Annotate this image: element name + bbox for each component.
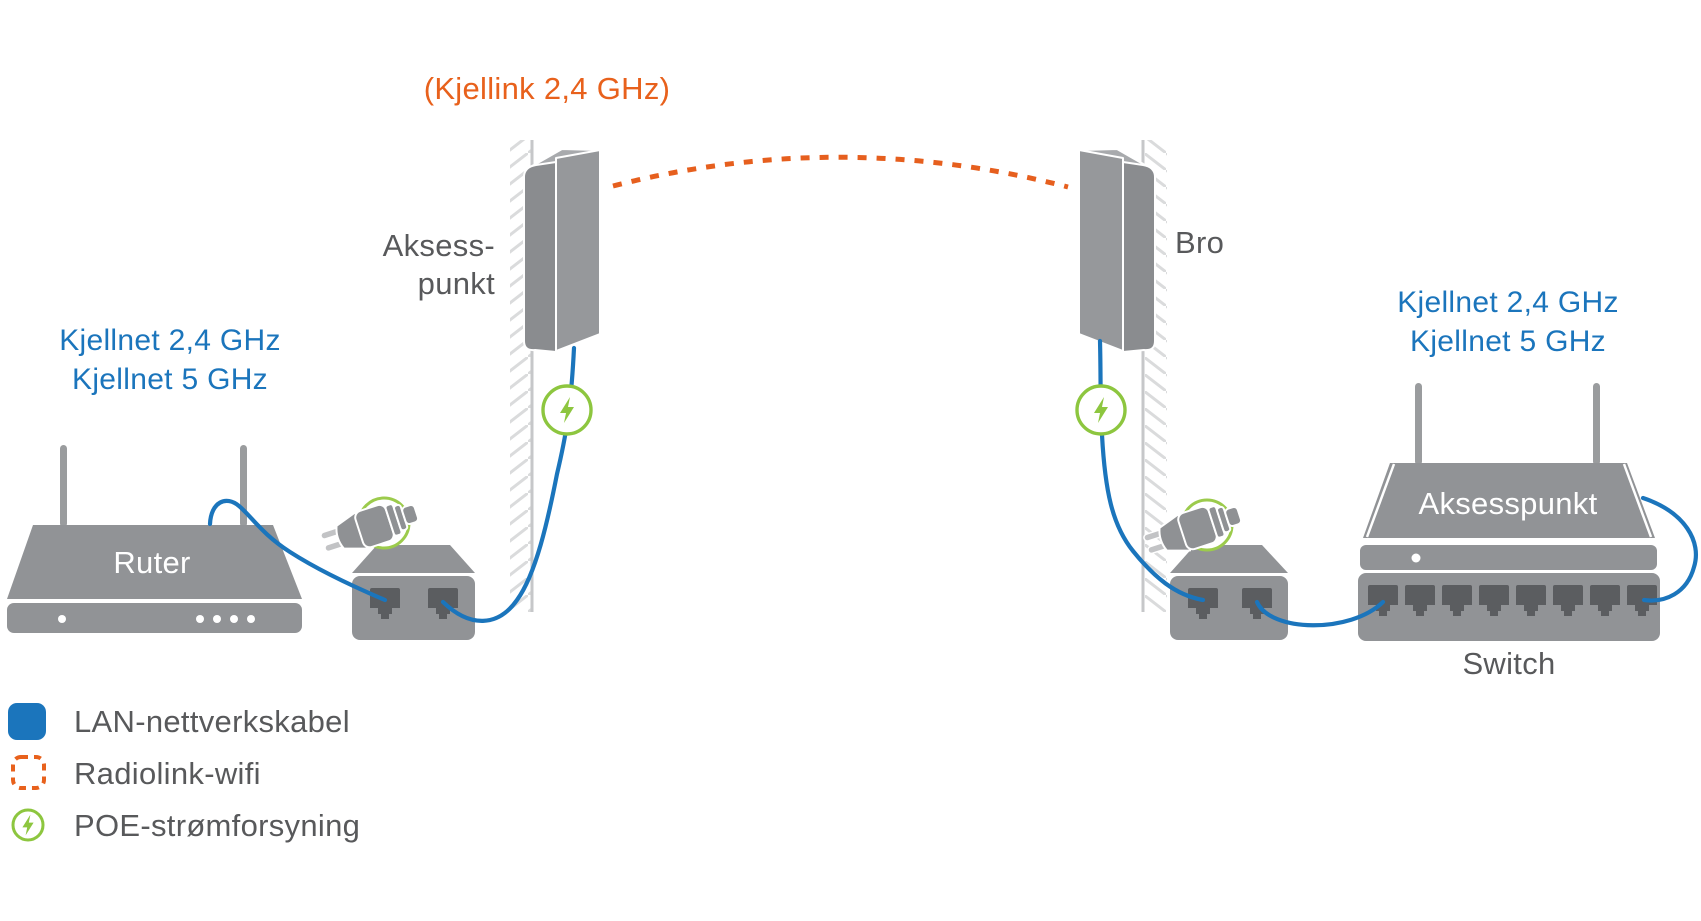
power-plug-right	[1139, 495, 1247, 564]
indoor-ap-body	[1363, 463, 1655, 538]
router-led	[230, 615, 238, 623]
switch-label: Switch	[1462, 646, 1555, 681]
radiolink-label: (Kjellink 2,4 GHz)	[424, 71, 671, 106]
router-label: Ruter	[113, 545, 190, 580]
indoor-ap-ssid-2: Kjellnet 5 GHz	[1410, 325, 1606, 358]
poe-injector-right	[1170, 545, 1288, 640]
legend-item-radiolink: Radiolink-wifi	[11, 755, 261, 791]
bridge-label: Bro	[1175, 225, 1224, 260]
radiolink-swatch	[11, 755, 46, 790]
wall-ap-label-line1: Aksess-	[383, 228, 495, 263]
router-ssid-2: Kjellnet 5 GHz	[72, 363, 268, 396]
lightning-icon	[22, 814, 34, 836]
router-device: Ruter	[7, 445, 302, 633]
bridge-device	[1078, 148, 1156, 353]
lan-cable-switch-to-indoor-ap	[1640, 495, 1698, 603]
legend-label-poe: POE-strømforsyning	[74, 808, 360, 843]
radiolink-arc	[612, 154, 1069, 190]
legend: LAN-nettverkskabel Radiolink-wifi POE-st…	[8, 703, 360, 843]
router-led	[196, 615, 204, 623]
indoor-ap-led	[1411, 553, 1421, 563]
legend-label-radiolink: Radiolink-wifi	[74, 756, 261, 791]
poe-badge-left	[541, 384, 593, 436]
lan-cable-injector-to-switch	[1254, 599, 1386, 628]
wall-access-point-device	[523, 148, 601, 353]
switch-device	[1358, 573, 1660, 641]
indoor-ap-facet-line	[1365, 463, 1396, 538]
indoor-ap-ssid-1: Kjellnet 2,4 GHz	[1397, 286, 1619, 319]
poe-injector-right-top	[1170, 545, 1288, 573]
switch-body	[1358, 573, 1660, 641]
power-plug-left	[316, 493, 424, 562]
wall-ap-front-face	[523, 161, 557, 353]
indoor-ap-facet-line	[1622, 463, 1653, 538]
bridge-front-face	[1122, 161, 1156, 353]
legend-item-lan-cable: LAN-nettverkskabel	[8, 703, 350, 740]
indoor-ap-label: Aksesspunkt	[1418, 486, 1597, 521]
router-body	[7, 525, 302, 599]
lan-cable-swatch	[8, 703, 46, 740]
indoor-ap-antenna-left	[1415, 383, 1422, 465]
indoor-ap-base	[1360, 545, 1657, 570]
lan-cable-router-to-injector	[207, 498, 388, 603]
indoor-ap-antenna-right	[1593, 383, 1600, 465]
router-ssid-1: Kjellnet 2,4 GHz	[59, 324, 281, 357]
wall-ap-label-line2: punkt	[418, 266, 495, 301]
indoor-access-point-device: Aksesspunkt	[1360, 383, 1657, 570]
legend-item-poe: POE-strømforsyning	[11, 808, 360, 843]
poe-injector-left	[352, 545, 475, 640]
legend-label-lan: LAN-nettverkskabel	[74, 704, 350, 739]
wall-ap-side-face	[555, 149, 601, 352]
router-base	[7, 603, 302, 633]
router-led	[247, 615, 255, 623]
bridge-side-face	[1078, 149, 1124, 352]
router-led	[58, 615, 66, 623]
router-antenna-left	[60, 445, 67, 527]
router-led	[213, 615, 221, 623]
poe-injector-left-top	[352, 545, 475, 573]
poe-badge-right	[1075, 384, 1127, 436]
